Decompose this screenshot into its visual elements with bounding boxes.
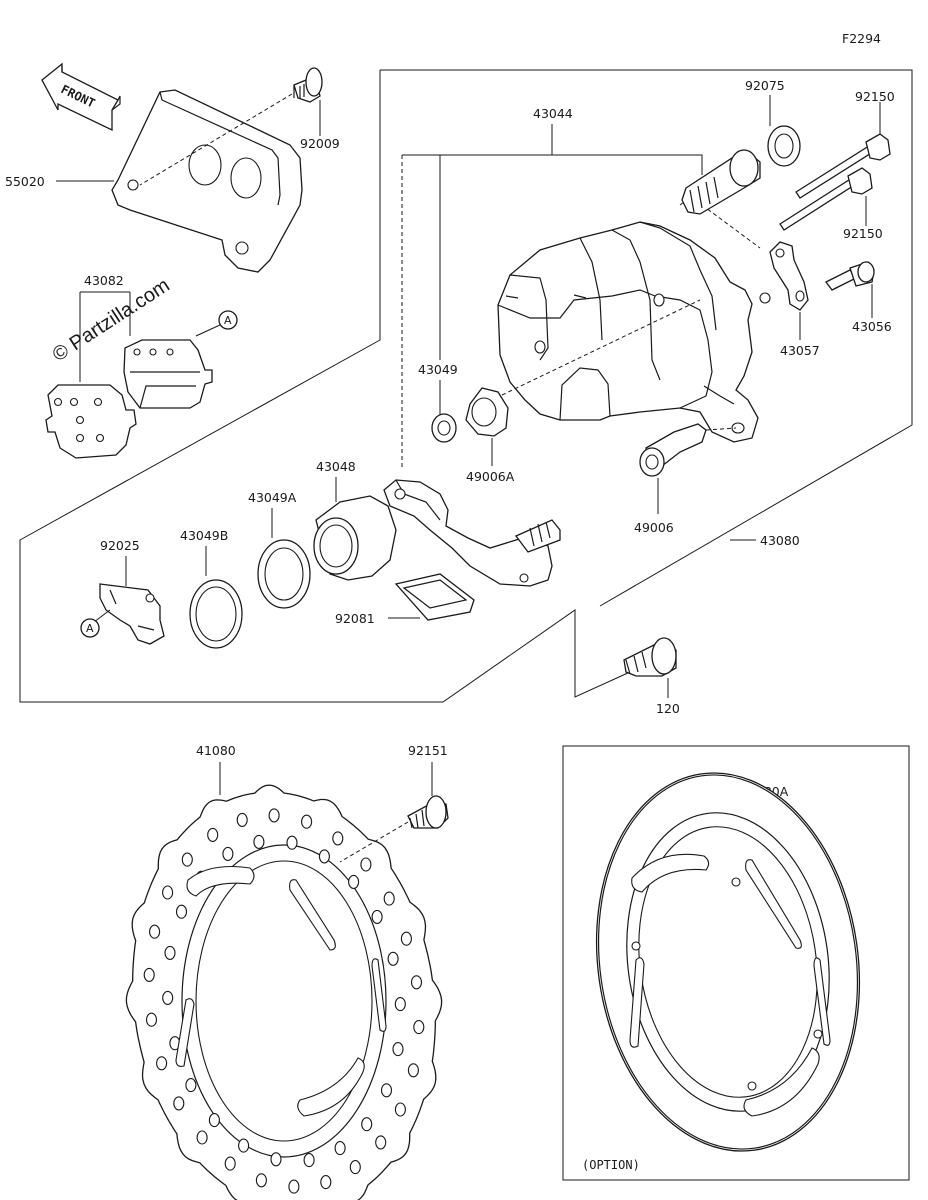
ref-marker-a-spring: A (86, 622, 94, 635)
disc-vent-hole (349, 1160, 361, 1175)
spring-clip-43057 (769, 241, 809, 311)
figure-code: F2294 (842, 31, 881, 46)
disc-vent-hole (149, 924, 161, 939)
option-label: (OPTION) (582, 1158, 640, 1172)
disc-vent-hole (164, 945, 176, 960)
seal-43049 (431, 413, 457, 443)
bolt-120 (623, 637, 677, 677)
caliper-bracket-55020 (111, 89, 303, 273)
label-43049: 43049 (418, 362, 458, 377)
disc-vent-hole (207, 827, 219, 842)
disc-vent-hole (156, 1056, 168, 1071)
disc-vent-hole (181, 852, 193, 867)
disc-vent-hole (394, 997, 406, 1012)
disc-vent-hole (238, 1138, 250, 1153)
label-92009: 92009 (300, 136, 340, 151)
piston-43048 (313, 495, 397, 581)
pad-spring-92025 (99, 583, 165, 645)
disc-vent-hole (268, 808, 280, 823)
disc-vent-hole (375, 1135, 387, 1150)
disc-vent-hole (143, 967, 155, 982)
disc-vent-hole (196, 1130, 208, 1145)
shim-92081 (394, 573, 475, 621)
label-55020: 55020 (5, 174, 45, 189)
slide-pin-92075 (681, 149, 761, 215)
disc-vent-hole (383, 891, 395, 906)
bolt-92009 (293, 67, 323, 103)
bolt-92151 (407, 795, 449, 829)
brake-pad-rear (123, 339, 213, 409)
caliper-body (497, 221, 771, 443)
disc-vent-hole (392, 1042, 404, 1057)
label-43044: 43044 (533, 106, 573, 121)
label-92081: 92081 (335, 611, 375, 626)
label-43048: 43048 (316, 459, 356, 474)
disc-vent-hole (320, 1175, 332, 1190)
disc-vent-hole (371, 909, 383, 924)
brake-pad-front (45, 384, 137, 459)
brake-disc-41080 (125, 784, 443, 1200)
disc-vent-hole (407, 1063, 419, 1078)
disc-vent-hole (380, 1083, 393, 1098)
label-92150-b: 92150 (843, 226, 883, 241)
disc-vent-hole (303, 1153, 315, 1168)
pin-49006 (639, 423, 707, 477)
pad-pin-92150-upper (795, 133, 891, 199)
label-49006A: 49006A (466, 469, 515, 484)
label-92025: 92025 (100, 538, 140, 553)
disc-vent-hole (301, 814, 313, 829)
label-49006: 49006 (634, 520, 674, 535)
disc-vent-hole (413, 1020, 425, 1035)
label-43082: 43082 (84, 273, 124, 288)
disc-vent-hole (410, 975, 423, 990)
disc-vent-hole (236, 812, 248, 827)
disc-vent-hole (400, 931, 412, 946)
disc-vent-hole (224, 1156, 236, 1171)
label-43049B: 43049B (180, 528, 228, 543)
label-92151: 92151 (408, 743, 448, 758)
seal-43049A (257, 539, 311, 609)
disc-vent-hole (286, 835, 298, 850)
boot-92075 (767, 125, 801, 167)
label-43056: 43056 (852, 319, 892, 334)
disc-vent-hole (145, 1012, 158, 1027)
label-92075: 92075 (745, 78, 785, 93)
boot-49006A (465, 387, 509, 437)
disc-vent-hole (387, 951, 399, 966)
disc-vent-hole (185, 1078, 197, 1093)
disc-vent-hole (270, 1152, 282, 1167)
seal-43049B (189, 579, 243, 649)
label-43057: 43057 (780, 343, 820, 358)
label-43080: 43080 (760, 533, 800, 548)
label-92150-a: 92150 (855, 89, 895, 104)
disc-vent-hole (348, 874, 360, 889)
label-43049A: 43049A (248, 490, 297, 505)
disc-vent-hole (208, 1113, 220, 1128)
disc-vent-hole (255, 1173, 267, 1188)
disc-vent-hole (222, 846, 234, 861)
disc-vent-hole (162, 885, 174, 900)
disc-vent-hole (173, 1096, 185, 1111)
bleeder-valve-43056 (825, 261, 875, 291)
disc-vent-hole (334, 1141, 346, 1156)
pad-pin-92150-lower (779, 167, 873, 231)
disc-vent-hole (332, 831, 344, 846)
front-arrow-icon: FRONT (41, 62, 121, 132)
disc-vent-hole (253, 834, 265, 849)
disc-vent-hole (394, 1102, 406, 1117)
disc-vent-hole (288, 1179, 300, 1194)
disc-vent-hole (162, 990, 174, 1005)
ref-marker-a-pads: A (224, 314, 232, 327)
label-41080: 41080 (196, 743, 236, 758)
disc-vent-hole (318, 849, 330, 864)
label-120: 120 (656, 701, 680, 716)
caliper-holder (383, 479, 561, 587)
disc-vent-hole (175, 904, 188, 919)
option-frame (562, 745, 910, 1181)
disc-vent-hole (361, 1117, 373, 1132)
brake-disc-41080A (595, 772, 861, 1152)
disc-vent-hole (360, 857, 372, 872)
